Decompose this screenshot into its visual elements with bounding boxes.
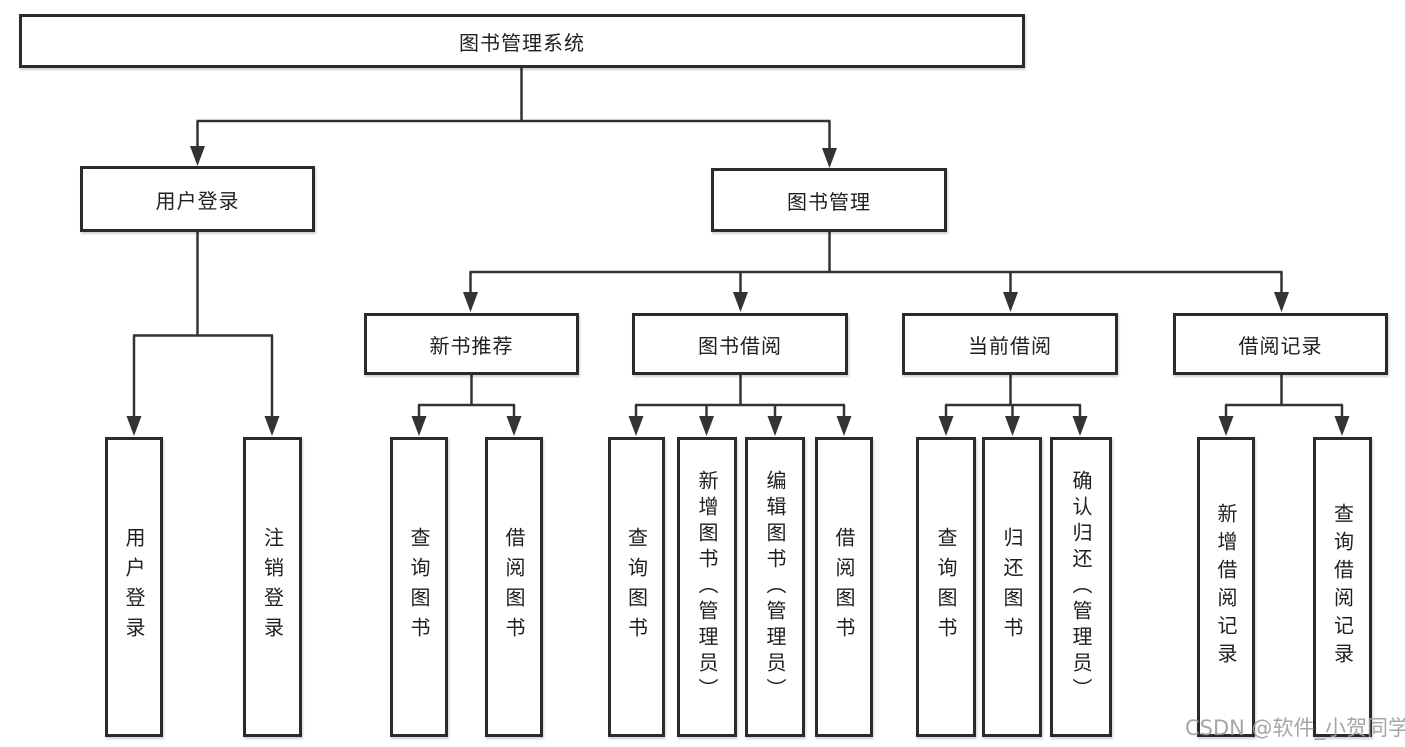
connector-new-book-recommend-to-leaves [417,375,516,417]
node-user-login: 用户登录 [80,166,315,232]
leaf-cb-return-book: 归还图书 [982,437,1042,737]
connector-book-management-to-level3 [469,232,1283,293]
leaf-br-query-record-label: 查询借阅记录 [1330,503,1355,671]
leaf-nbr-query-book: 查询图书 [390,437,448,737]
leaf-cb-query-book: 查询图书 [916,437,976,737]
leaf-logout: 注销登录 [243,437,302,737]
connector-root-to-level2 [196,68,831,149]
arrowheads-current-borrow-leaves [938,416,1088,436]
node-new-book-recommend: 新书推荐 [364,313,579,375]
node-book-borrow: 图书借阅 [632,313,848,375]
leaf-bb-borrow-book: 借阅图书 [815,437,873,737]
leaf-bb-query-book-label: 查询图书 [624,527,649,647]
connector-current-borrow-to-leaves [944,375,1082,417]
node-borrow-record-label: 借阅记录 [1238,333,1323,358]
leaf-bb-borrow-book-label: 借阅图书 [832,527,856,647]
arrowheads-book-borrow-leaves [628,416,852,436]
leaf-cb-return-book-label: 归还图书 [1000,527,1024,647]
connector-user-login-to-leaves [132,232,274,417]
arrowheads-new-book-recommend-leaves [411,416,522,436]
leaf-br-add-record: 新增借阅记录 [1197,437,1255,737]
connector-book-borrow-to-leaves [634,375,846,417]
leaf-bb-add-book: 新增图书（管理员） [677,437,737,737]
leaf-br-query-record: 查询借阅记录 [1313,437,1372,737]
arrowheads-level3 [463,292,1289,312]
node-book-borrow-label: 图书借阅 [698,333,782,358]
connector-borrow-record-to-leaves [1224,375,1344,417]
leaf-bb-edit-book: 编辑图书（管理员） [745,437,805,737]
node-root: 图书管理系统 [19,14,1025,68]
leaf-bb-query-book: 查询图书 [608,437,665,737]
leaf-user-login: 用户登录 [105,437,163,737]
node-current-borrow: 当前借阅 [902,313,1118,375]
node-borrow-record: 借阅记录 [1173,313,1388,375]
leaf-cb-confirm-return-label: 确认归还（管理员） [1069,470,1093,704]
node-book-management-label: 图书管理 [787,189,871,214]
arrowheads-borrow-record-leaves [1218,416,1350,436]
leaf-user-login-label: 用户登录 [122,527,146,647]
leaf-nbr-query-book-label: 查询图书 [407,527,431,647]
leaf-br-add-record-label: 新增借阅记录 [1214,503,1238,671]
arrowheads-user-login-leaves [126,416,280,436]
csdn-watermark: CSDN @软件_小贺同学 [1185,716,1405,740]
leaf-cb-query-book-label: 查询图书 [934,527,958,647]
leaf-bb-edit-book-label: 编辑图书（管理员） [763,470,787,704]
node-book-management: 图书管理 [711,168,947,232]
leaf-bb-add-book-label: 新增图书（管理员） [695,470,719,704]
node-current-borrow-label: 当前借阅 [968,333,1052,358]
node-new-book-recommend-label: 新书推荐 [429,333,514,358]
node-user-login-label: 用户登录 [155,188,240,213]
leaf-logout-label: 注销登录 [260,527,285,647]
leaf-nbr-borrow-book: 借阅图书 [485,437,543,737]
leaf-cb-confirm-return: 确认归还（管理员） [1050,437,1112,737]
leaf-nbr-borrow-book-label: 借阅图书 [502,527,526,647]
node-root-label: 图书管理系统 [459,30,585,55]
arrowheads-level2 [190,146,837,168]
